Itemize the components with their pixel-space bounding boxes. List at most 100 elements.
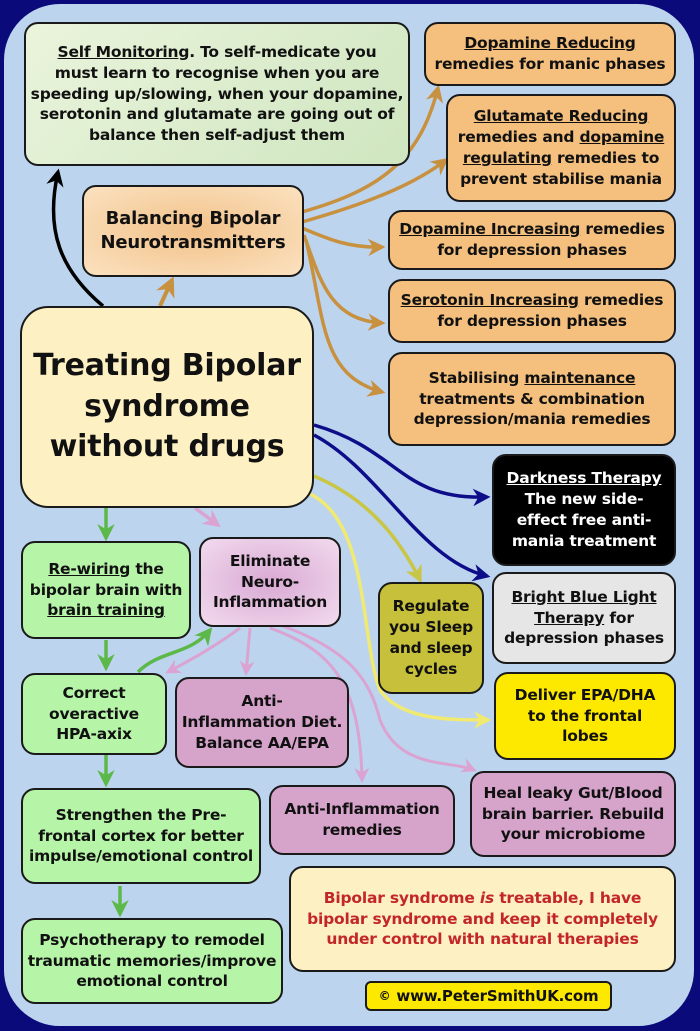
text: bipolar brain with: [29, 580, 183, 599]
text: The new side-: [524, 490, 644, 509]
arrow-neuro-to-diet: [239, 627, 255, 676]
copyright-icon: ©: [378, 988, 391, 1003]
glutamate-reducing-box: Glutamate Reducing remedies and dopamine…: [446, 94, 676, 202]
arrow-neuro-to-remedies: [269, 626, 370, 783]
serotonin-increasing-box: Serotonin Increasing remedies for depres…: [388, 279, 676, 343]
text: brain training: [47, 601, 165, 620]
text: Bright Blue Light: [511, 587, 657, 606]
text: remedies: [322, 821, 402, 839]
arrow-balancing-to-glutamate-reducing: [301, 157, 449, 224]
copyright-link[interactable]: © www.PeterSmithUK.com: [365, 981, 612, 1011]
text: to the frontal: [527, 706, 643, 725]
text: Psychotherapy to remodel: [39, 930, 265, 949]
text: Anti-: [241, 692, 283, 711]
arrow-balancing-to-stabilising: [304, 239, 386, 397]
text: depression phases: [504, 629, 664, 648]
text: cycles: [404, 659, 458, 678]
text: Glutamate Reducing: [473, 107, 649, 126]
arrow-neuro-to-leaky-gut: [279, 623, 477, 773]
darkness-therapy-box: Darkness Therapy The new side- effect fr…: [492, 454, 676, 566]
correct-hpa-axis-box: Correct overactive HPA-axix: [21, 673, 167, 755]
text: dopamine: [579, 128, 665, 147]
text: Therapy: [534, 608, 605, 627]
text: Anti-Inflammation: [284, 800, 440, 819]
eliminate-neuro-inflammation-box: Eliminate Neuro- Inflammation: [199, 537, 341, 627]
text: must learn to recognise when you are: [54, 63, 380, 82]
text: emotional control: [76, 972, 228, 991]
text: prevent stabilise mania: [460, 169, 662, 188]
blue-light-therapy-box: Bright Blue Light Therapy for depression…: [492, 572, 676, 664]
text: treatable, I have: [494, 888, 642, 907]
arrow-main-to-blue-light: [313, 433, 491, 582]
arrow-main-to-neuro-inflammation: [193, 506, 221, 528]
text: Stabilising: [428, 368, 525, 387]
text: under control with natural therapies: [326, 930, 639, 949]
text: Darkness Therapy: [506, 469, 662, 488]
arrow-hpa-to-rewiring-neuro: [136, 627, 213, 674]
text: depression/mania remedies: [413, 410, 651, 429]
text: syndrome: [84, 388, 250, 424]
text: Bipolar syndrome: [323, 888, 480, 907]
arrow-main-to-sleep: [313, 474, 422, 584]
text: HPA-axix: [56, 725, 132, 744]
text: Balancing Bipolar: [105, 207, 281, 229]
text: Regulate: [392, 597, 470, 616]
text: remedies to: [551, 149, 660, 167]
text: Deliver EPA/DHA: [514, 685, 656, 704]
text: Neurotransmitters: [100, 232, 286, 253]
stabilising-box: Stabilising maintenance treatments & com…: [388, 352, 676, 446]
deliver-epa-dha-box: Deliver EPA/DHA to the frontal lobes: [494, 672, 676, 760]
arrow-main-to-self-monitoring: [46, 168, 105, 308]
text: Dopamine Increasing: [399, 220, 581, 239]
text: speeding up/slowing, when your dopamine,: [30, 84, 404, 103]
copyright-url[interactable]: www.PeterSmithUK.com: [396, 986, 599, 1005]
arrow-neuro-to-hpa: [165, 626, 241, 674]
text: your microbiome: [500, 825, 646, 844]
text: remedies: [578, 291, 664, 310]
anti-inflammation-diet-box: Anti- Inflammation Diet. Balance AA/EPA: [175, 677, 349, 768]
arrow-main-to-epa: [307, 491, 492, 729]
text: balance then self-adjust them: [88, 126, 346, 145]
text: Balance AA/EPA: [195, 733, 329, 752]
disclaimer-box: Bipolar syndrome is treatable, I have bi…: [289, 866, 676, 972]
text: traumatic memories/improve: [27, 951, 277, 970]
text: you Sleep: [389, 618, 473, 637]
text: brain barrier. Rebuild: [481, 804, 665, 823]
text: Inflammation Diet.: [181, 713, 343, 732]
heal-leaky-gut-box: Heal leaky Gut/Blood brain barrier. Rebu…: [470, 771, 676, 857]
text: bipolar syndrome and keep it completely: [307, 909, 658, 928]
arrow-main-to-darkness: [313, 423, 491, 507]
text: regulating: [462, 149, 552, 167]
text: Treating Bipolar: [33, 348, 301, 384]
self-monitoring-title: Self Monitoring: [57, 42, 190, 61]
text: for depression phases: [437, 312, 627, 330]
psychotherapy-box: Psychotherapy to remodel traumatic memor…: [21, 918, 283, 1004]
text: for depression phases: [437, 241, 627, 259]
text: remedies and: [457, 128, 580, 147]
balancing-neurotransmitters-box: Balancing Bipolar Neurotransmitters: [82, 185, 304, 277]
strengthen-prefrontal-box: Strengthen the Pre- frontal cortex for b…: [21, 788, 261, 884]
text: effect free anti-: [516, 511, 652, 529]
text: Heal leaky Gut/Blood: [483, 783, 663, 802]
text: without drugs: [49, 429, 285, 465]
text: Serotonin Increasing: [400, 291, 579, 310]
dopamine-reducing-box: Dopamine Reducing remedies for manic pha…: [424, 22, 676, 86]
regulate-sleep-box: Regulate you Sleep and sleep cycles: [378, 582, 484, 694]
text: overactive: [49, 704, 139, 723]
rewiring-box: Re-wiring the bipolar brain with brain t…: [21, 541, 191, 639]
arrow-main-to-balancing: [156, 276, 175, 307]
text: Dopamine Reducing: [464, 34, 636, 53]
arrow-balancing-to-dopamine-reducing: [301, 84, 444, 214]
text: serotonin and glutamate are going out of: [39, 105, 395, 124]
main-topic-box: Treating Bipolar syndrome without drugs: [20, 306, 314, 508]
arrow-balancing-to-dopamine-increasing: [301, 226, 386, 257]
text: remedies for manic phases: [434, 55, 666, 73]
anti-inflammation-remedies-box: Anti-Inflammation remedies: [269, 785, 455, 855]
text: maintenance: [524, 368, 636, 387]
text: is: [479, 888, 495, 907]
text: Eliminate: [229, 551, 311, 570]
text: and sleep: [389, 639, 473, 657]
dopamine-increasing-box: Dopamine Increasing remedies for depress…: [388, 210, 676, 270]
text: treatments & combination: [419, 389, 645, 408]
text: frontal cortex for better: [38, 826, 244, 845]
